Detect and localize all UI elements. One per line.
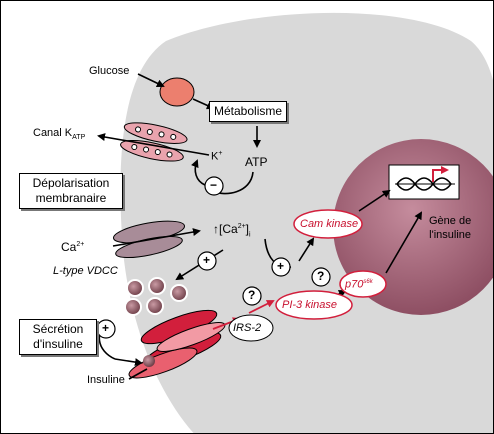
depolarisation-label-line2: membranaire <box>35 191 107 205</box>
plus-symbol-secretion: + <box>102 321 110 335</box>
kinase-nodes <box>228 209 387 342</box>
symbol-circles <box>96 176 331 339</box>
metabolisme-box: Métabolisme <box>209 101 288 122</box>
ca-ion-label: Ca2+ <box>61 240 85 254</box>
metabolisme-label: Métabolisme <box>214 104 283 118</box>
glucose-transporter <box>159 77 195 107</box>
plus-symbol-vdcc: + <box>203 253 211 267</box>
question-symbol-pi3: ? <box>248 288 256 302</box>
katp-channel <box>120 122 188 162</box>
insulin-receptor <box>128 309 226 379</box>
secretion-label-line1: Sécrétion <box>32 322 84 336</box>
plus-symbol-cam: + <box>277 259 285 273</box>
irs2-label: IRS-2 <box>233 322 262 334</box>
depolarisation-label-line1: Dépolarisation <box>32 176 110 190</box>
p70-label: p70s6k <box>345 278 373 291</box>
pi3-kinase-label: PI-3 kinase <box>282 299 338 311</box>
question-symbol-cam: ? <box>317 269 325 283</box>
secretion-box: Sécrétion d'insuline <box>19 319 97 355</box>
l-type-vdcc-label: L-type VDCC <box>53 265 118 277</box>
ca-internal-label: ↑[Ca2+]i <box>213 222 251 239</box>
atp-label: ATP <box>245 155 268 169</box>
insulin-granules <box>124 277 188 367</box>
insulin-gene <box>388 164 460 200</box>
secretion-label-line2: d'insuline <box>33 337 83 351</box>
canal-katp-label: Canal KATP <box>33 127 86 142</box>
insuline-label: Insuline <box>87 374 125 386</box>
k-plus-label: K+ <box>211 150 223 163</box>
glucose-label: Glucose <box>89 65 130 77</box>
depolarisation-box: Dépolarisation membranaire <box>19 173 123 209</box>
minus-symbol: − <box>210 178 218 192</box>
l-type-vdcc-channel <box>113 220 185 259</box>
cam-kinase-label: Cam kinase <box>300 218 359 230</box>
